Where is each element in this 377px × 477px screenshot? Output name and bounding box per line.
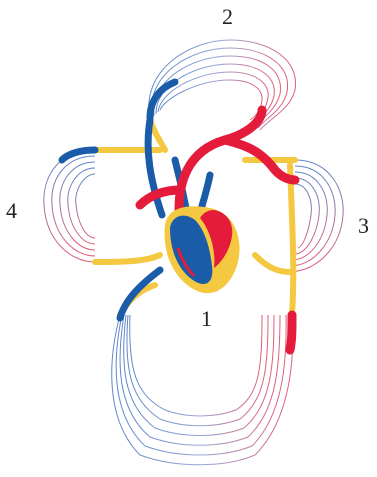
heart — [164, 206, 239, 293]
left-capillary-loop — [44, 150, 95, 262]
label-1: 1 — [201, 306, 212, 331]
bottom-capillary-loop — [112, 315, 293, 465]
label-4: 4 — [6, 198, 17, 223]
label-3: 3 — [358, 213, 369, 238]
label-2: 2 — [222, 4, 233, 29]
